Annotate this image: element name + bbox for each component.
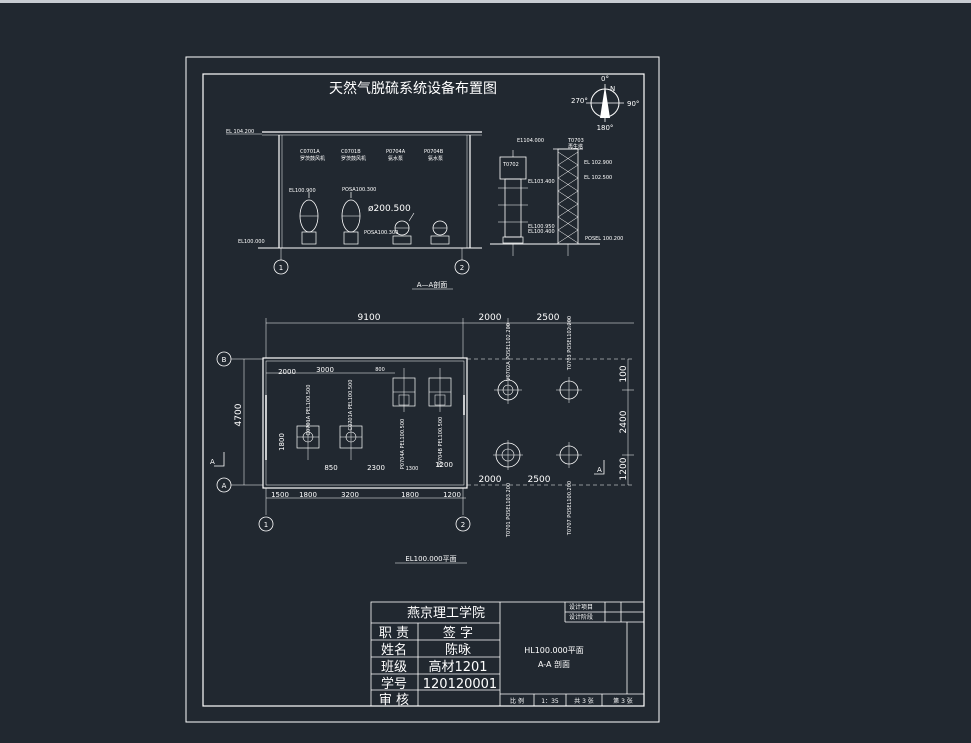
sec-axis-2: 2 xyxy=(460,264,464,272)
plan-dim-lr-1: 2000 xyxy=(479,475,502,485)
sec-desc-2: 罗茨鼓风机 xyxy=(341,155,366,162)
plan-label: EL100.000平面 xyxy=(405,555,456,563)
tower-el-l1: EL103.400 xyxy=(528,179,555,185)
sec-axis-1: 1 xyxy=(279,264,283,272)
tb-scale-label: 比 例 xyxy=(510,697,524,705)
tower-el-l3: EL100.400 xyxy=(528,229,555,235)
plan-tower-label-2: T0703 POSEL102.200 xyxy=(567,316,573,371)
plan-dim-inner-bot-1: 850 xyxy=(324,464,337,472)
tower-tag-desc: 再生塔 xyxy=(568,143,583,150)
plan-dim-right-2: 2400 xyxy=(619,410,629,433)
tb-r3-right: 高材1201 xyxy=(428,659,487,675)
tb-center-1: HL100.000平面 xyxy=(524,646,584,655)
compass-west-deg: 270° xyxy=(571,97,588,105)
plan-section-mark-left: A xyxy=(210,458,215,466)
tb-design-item: 设计项目 xyxy=(569,603,593,611)
title-block xyxy=(370,601,645,707)
sec-el-base: EL100.000 xyxy=(238,239,265,245)
sec-tag-2: C0701B xyxy=(341,149,361,155)
plan-dim-h: 1800 xyxy=(278,433,286,451)
tb-center-2: A-A 剖面 xyxy=(538,659,570,669)
sec-phi: ø200.500 xyxy=(368,204,411,214)
tb-r2-right: 陈咏 xyxy=(445,642,471,658)
plan-dim-top-2: 2000 xyxy=(479,313,502,323)
tower-tag-box: T0702 xyxy=(502,162,519,168)
tb-school: 燕京理工学院 xyxy=(407,605,485,621)
sec-tag-1: C0701A xyxy=(300,149,320,155)
tower-pos-base: POSEL 100.200 xyxy=(585,236,623,242)
tb-r4-right: 120120001 xyxy=(423,677,497,692)
plan-dim-bot-3: 3200 xyxy=(341,491,359,499)
plan-dim-bot-1: 1500 xyxy=(271,491,289,499)
plan-dim-top-3: 2500 xyxy=(537,313,560,323)
tb-scale-value: 1：35 xyxy=(541,698,559,705)
sec-desc-4: 氨水泵 xyxy=(428,155,443,162)
sec-desc-1: 罗茨鼓风机 xyxy=(300,155,325,162)
plan-vlabel-2: C0701A PEL100.500 xyxy=(348,380,354,431)
plan-section-mark-right: A xyxy=(597,466,602,474)
tower-el-top: E1104.000 xyxy=(517,138,544,144)
sec-el-top: EL 104.200 xyxy=(226,129,254,135)
plan-dim-bot-5: 1200 xyxy=(443,491,461,499)
plan-axis-1: 1 xyxy=(264,521,268,529)
compass-south-deg: 180° xyxy=(597,124,614,132)
sec-pos-b: POSA100.300 xyxy=(364,230,398,236)
tb-r3-left: 班级 xyxy=(381,660,407,675)
sec-tag-4: P0704B xyxy=(424,149,444,155)
sec-el-mid: EL100.900 xyxy=(289,188,316,194)
plan-tower-label-4: T0707 POSEL100.200 xyxy=(567,481,573,536)
plan-dim-inner-bot-4: 1200 xyxy=(435,461,453,469)
plan-axis-a: A xyxy=(222,482,227,490)
tower-el-r1: EL 102.900 xyxy=(584,160,612,166)
section-label: A—A剖面 xyxy=(417,280,448,289)
tb-design-stage: 设计阶段 xyxy=(569,613,593,621)
tower-elevation xyxy=(490,148,600,256)
tower-tag-top: T0703 xyxy=(567,138,584,144)
plan-dim-left: 4700 xyxy=(234,403,244,426)
tb-r1-right: 签 字 xyxy=(443,625,473,641)
north-arrow-icon xyxy=(600,86,610,118)
plan-dim-right-3: 1200 xyxy=(619,457,629,480)
plan-axis-2: 2 xyxy=(461,521,465,529)
tower-el-r2: EL 102.500 xyxy=(584,175,612,181)
compass-n-letter: N xyxy=(610,85,615,93)
plan-dim-inner-bot-2: 2300 xyxy=(367,464,385,472)
plan-dim-inner-bot-3: 1300 xyxy=(406,466,419,472)
sec-desc-3: 氨水泵 xyxy=(388,155,403,162)
plan-dim-top-1: 9100 xyxy=(358,313,381,323)
plan-view xyxy=(214,318,634,532)
plan-axis-b: B xyxy=(222,356,227,364)
tb-r4-left: 学号 xyxy=(381,676,407,692)
plan-dim-bot-2: 1800 xyxy=(299,491,317,499)
plan-vlabel-1: C0701A PEL100.500 xyxy=(306,385,312,436)
plan-dim-right-1: 100 xyxy=(619,365,629,382)
section-aa xyxy=(258,131,482,275)
compass-east-deg: 90° xyxy=(627,100,639,108)
plan-dim-bot-4: 1800 xyxy=(401,491,419,499)
compass-north-deg: 0° xyxy=(601,75,609,83)
tb-sheet-no: 第 3 张 xyxy=(613,697,633,705)
sheet-outer-border xyxy=(185,56,660,723)
plan-tower-label-1: V0702A POSEL102.200 xyxy=(506,323,512,381)
plan-dim-lr-2: 2500 xyxy=(528,475,551,485)
tb-sheets-total: 共 3 张 xyxy=(574,697,594,705)
plan-tower-label-3: T0701 POSEL103.200 xyxy=(506,483,512,538)
plan-vlabel-3: P0704A PEL100.500 xyxy=(400,419,406,469)
tb-r1-left: 职 责 xyxy=(379,626,409,641)
top-bar xyxy=(0,0,971,3)
plan-dim-inner-3: 800 xyxy=(375,367,385,373)
plan-dim-inner-1: 2000 xyxy=(278,368,296,376)
compass: 0° N 90° 180° 270° xyxy=(571,75,639,132)
sec-tag-3: P0704A xyxy=(386,149,406,155)
sec-pos-a: POSA100.300 xyxy=(342,187,376,193)
tower-el-l2: EL100.950 xyxy=(528,224,555,230)
tb-r5-left: 审 核 xyxy=(379,693,409,708)
drawing-title: 天然气脱硫系统设备布置图 xyxy=(329,80,497,97)
plan-vlabel-4: P0704B PEL100.500 xyxy=(438,417,444,467)
plan-dim-inner-2: 3000 xyxy=(316,366,334,374)
tb-r2-left: 姓名 xyxy=(381,642,407,658)
